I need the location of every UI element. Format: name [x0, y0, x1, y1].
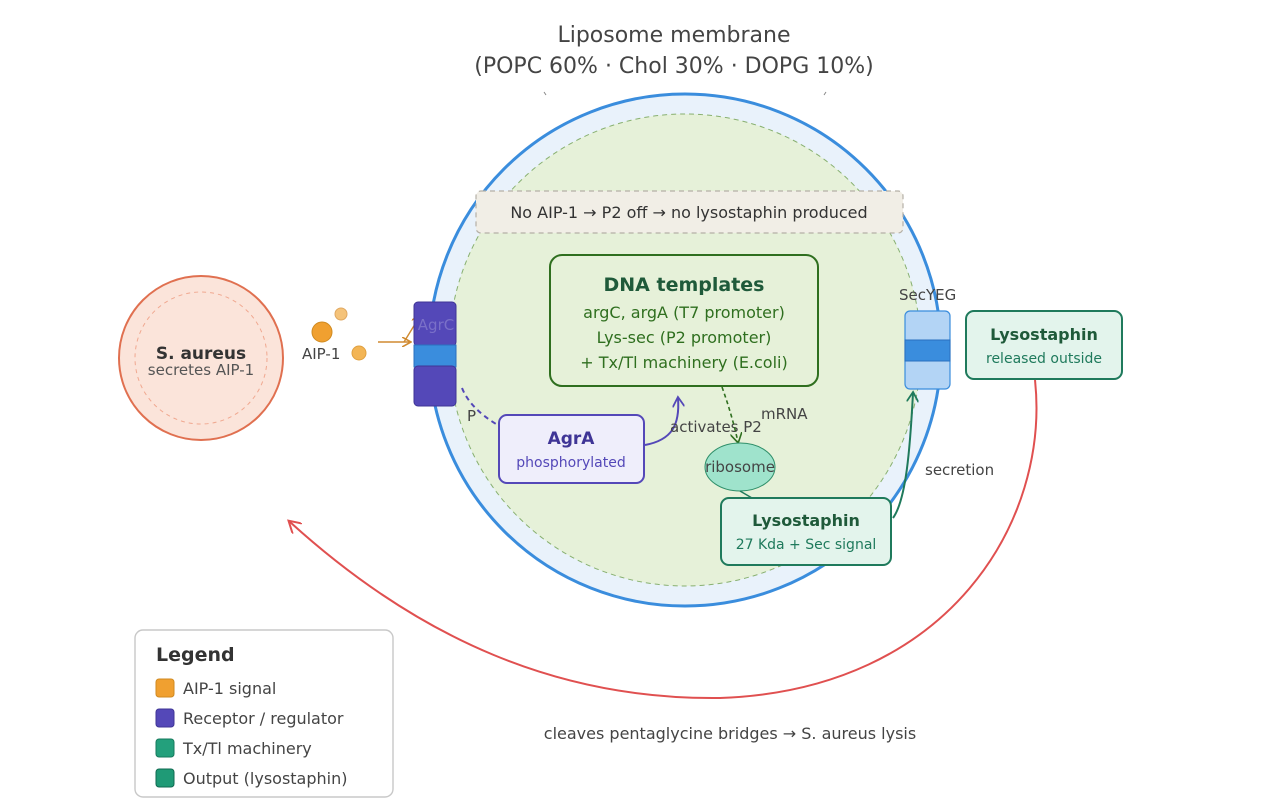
status-note-box — [475, 190, 904, 234]
ribosome-connector — [739, 490, 753, 499]
agra-sub: phosphorylated — [516, 455, 625, 471]
secyeg-label: SecYEG — [899, 286, 956, 304]
agrc-middle — [413, 344, 457, 368]
cleave-label: cleaves pentaglycine bridges → S. aureus… — [544, 724, 916, 743]
lysostaphin-inner-sub: 27 Kda + Sec signal — [736, 537, 877, 553]
dna-line2: Lys-sec (P2 promoter) — [597, 328, 772, 347]
title-leader-right — [823, 91, 827, 96]
lysostaphin-outer-title: Lysostaphin — [990, 325, 1098, 344]
legend-swatch-3 — [155, 768, 175, 788]
legend-box — [134, 629, 394, 798]
aip1-dot-large — [311, 321, 333, 343]
mrna-arrow — [721, 386, 738, 442]
agra-box — [498, 414, 645, 484]
s-aureus-cell — [118, 275, 284, 441]
aip1-dot-small — [334, 307, 348, 321]
agra-activates-arrow — [644, 398, 678, 446]
activates-label: activates P2 — [670, 418, 762, 436]
agrc-label: AgrC — [418, 316, 454, 334]
mrna-label: mRNA — [761, 405, 808, 423]
lysis-arrow — [290, 379, 1038, 700]
lysostaphin-inner-box — [720, 497, 892, 566]
agrc-bottom — [413, 365, 457, 407]
legend-label-2: Tx/Tl machinery — [182, 739, 312, 758]
s-aureus-inner-ring — [134, 291, 268, 425]
dna-line3: + Tx/Tl machinery (E.coli) — [580, 353, 787, 372]
legend-title: Legend — [156, 644, 235, 666]
legend-label-0: AIP-1 signal — [183, 679, 276, 698]
legend-label-3: Output (lysostaphin) — [183, 769, 347, 788]
title-line2: (POPC 60% · Chol 30% · DOPG 10%) — [474, 54, 873, 79]
legend-label-1: Receptor / regulator — [183, 709, 344, 728]
title-line1: Liposome membrane — [557, 23, 790, 48]
ribosome-label: ribosome — [705, 458, 775, 476]
s-aureus-sub: secretes AIP-1 — [148, 361, 254, 379]
lysostaphin-inner-title: Lysostaphin — [752, 511, 860, 530]
title-leader-left — [543, 91, 547, 96]
secretion-arrow — [892, 393, 913, 519]
phospho-label: P — [467, 407, 476, 425]
secretion-label: secretion — [925, 461, 994, 479]
aip1-dot-mid — [351, 345, 367, 361]
agra-title: AgrA — [548, 429, 596, 449]
lysostaphin-outer-sub: released outside — [986, 351, 1102, 367]
s-aureus-name: S. aureus — [156, 344, 246, 364]
lysostaphin-outer-box — [965, 310, 1123, 380]
dna-title: DNA templates — [604, 274, 765, 296]
dna-templates-box — [549, 254, 819, 387]
status-note-text: No AIP-1 → P2 off → no lysostaphin produ… — [510, 203, 867, 222]
dna-line1: argC, argA (T7 promoter) — [583, 303, 785, 322]
legend-swatch-1 — [155, 708, 175, 728]
phospho-transfer-line — [461, 387, 497, 425]
legend-swatch-2 — [155, 738, 175, 758]
aip1-label: AIP-1 — [302, 345, 340, 363]
secyeg-core — [904, 339, 951, 362]
legend-swatch-0 — [155, 678, 175, 698]
